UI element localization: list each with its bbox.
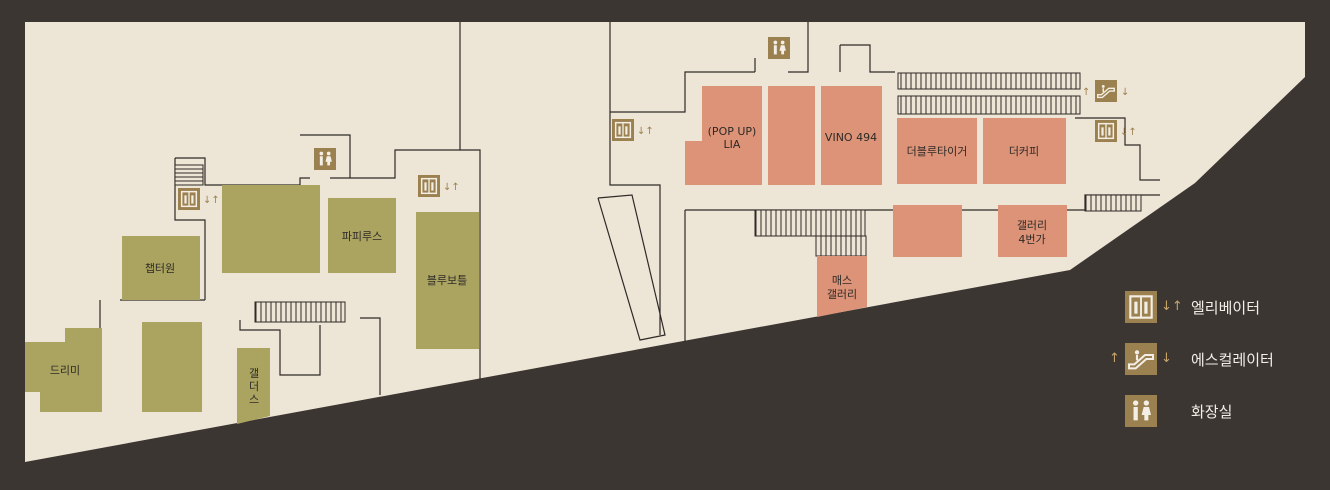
label-dreamy: 드리미	[50, 364, 80, 377]
legend-elevator: ↓↑ 엘리베이터	[1105, 290, 1320, 324]
elevator-arrows: ↓↑	[443, 182, 460, 193]
legend-elevator-label: 엘리베이터	[1191, 299, 1261, 317]
store-chapter-one[interactable]	[122, 236, 200, 300]
legend: ↓↑ 엘리베이터 ↑ ↓ 에스컬레이터 화장실	[1105, 290, 1320, 446]
salmon-stores	[685, 86, 1067, 317]
label-mass-gallery-2: 갤러리	[827, 288, 857, 301]
elevator-arrows: ↓↑	[1120, 127, 1137, 138]
escalator-arrow-down: ↓	[1121, 87, 1129, 98]
escalator-arrow-up: ↑	[1109, 351, 1120, 366]
store-dreamy[interactable]	[25, 328, 102, 412]
label-blue-bottle: 블루보틀	[427, 274, 467, 287]
label-galleries-2: 더	[249, 380, 259, 393]
legend-restroom-label: 화장실	[1191, 403, 1233, 421]
label-the-coffee: 더커피	[1009, 145, 1039, 158]
store-unnamed-left[interactable]	[142, 322, 202, 412]
store-blue-bottle[interactable]	[416, 212, 479, 349]
restroom-icon[interactable]	[314, 148, 336, 170]
elevator-arrows: ↓↑	[637, 126, 654, 137]
escalator-arrow-up: ↑	[1082, 87, 1090, 98]
legend-escalator: ↑ ↓ 에스컬레이터	[1105, 342, 1320, 376]
elevator-icon[interactable]	[178, 188, 200, 210]
escalators	[174, 72, 1142, 323]
label-the-blue-tiger: 더블루타이거	[907, 145, 968, 158]
store-unnamed-salmon-2[interactable]	[893, 205, 962, 257]
store-vino-494[interactable]	[821, 86, 882, 185]
elevator-arrows: ↓↑	[203, 195, 220, 206]
label-vino-494: VINO 494	[825, 131, 877, 144]
elevator-icon[interactable]	[1095, 120, 1117, 142]
label-gallery-4-2: 4번가	[1018, 233, 1045, 246]
legend-restroom: 화장실	[1105, 394, 1320, 428]
store-labels: 드리미 챕터원 파피루스 블루보틀 갤 더 스 (POP UP) LIA VIN…	[50, 125, 1047, 406]
olive-stores	[25, 185, 479, 424]
label-galleries-1: 갤	[249, 367, 259, 380]
label-pop-up-1: (POP UP)	[708, 125, 757, 138]
escalator-arrow-down: ↓	[1161, 351, 1172, 366]
store-papyrus[interactable]	[328, 198, 396, 273]
label-pop-up-2: LIA	[724, 138, 741, 151]
store-gallery-4th-street[interactable]	[998, 205, 1067, 257]
store-pop-up-lia[interactable]	[685, 86, 762, 185]
label-chapter-one: 챕터원	[145, 262, 175, 275]
legend-escalator-label: 에스컬레이터	[1191, 351, 1274, 369]
store-galleries[interactable]	[237, 348, 270, 424]
escalator-icon	[1125, 343, 1157, 375]
elevator-icon[interactable]	[612, 119, 634, 141]
escalator-icon[interactable]	[1094, 80, 1118, 102]
store-mass-gallery[interactable]	[817, 256, 867, 317]
restroom-icon	[1125, 395, 1157, 427]
label-galleries-3: 스	[249, 393, 259, 406]
label-papyrus: 파피루스	[342, 230, 382, 243]
label-gallery-4-1: 갤러리	[1017, 219, 1047, 232]
store-unnamed-center[interactable]	[222, 185, 320, 273]
elevator-icon[interactable]	[418, 175, 440, 197]
restroom-icon[interactable]	[768, 37, 790, 59]
store-the-blue-tiger[interactable]	[897, 118, 977, 184]
walls	[65, 22, 1160, 395]
store-the-coffee[interactable]	[983, 118, 1066, 184]
map-facility-arrows: ↓↑ ↓↑ ↓↑ ↑ ↓ ↓↑	[203, 87, 1137, 206]
elevator-icon	[1125, 291, 1157, 323]
label-mass-gallery-1: 매스	[832, 274, 852, 287]
store-unnamed-salmon-1[interactable]	[768, 86, 815, 185]
elevator-arrows: ↓↑	[1161, 299, 1183, 314]
